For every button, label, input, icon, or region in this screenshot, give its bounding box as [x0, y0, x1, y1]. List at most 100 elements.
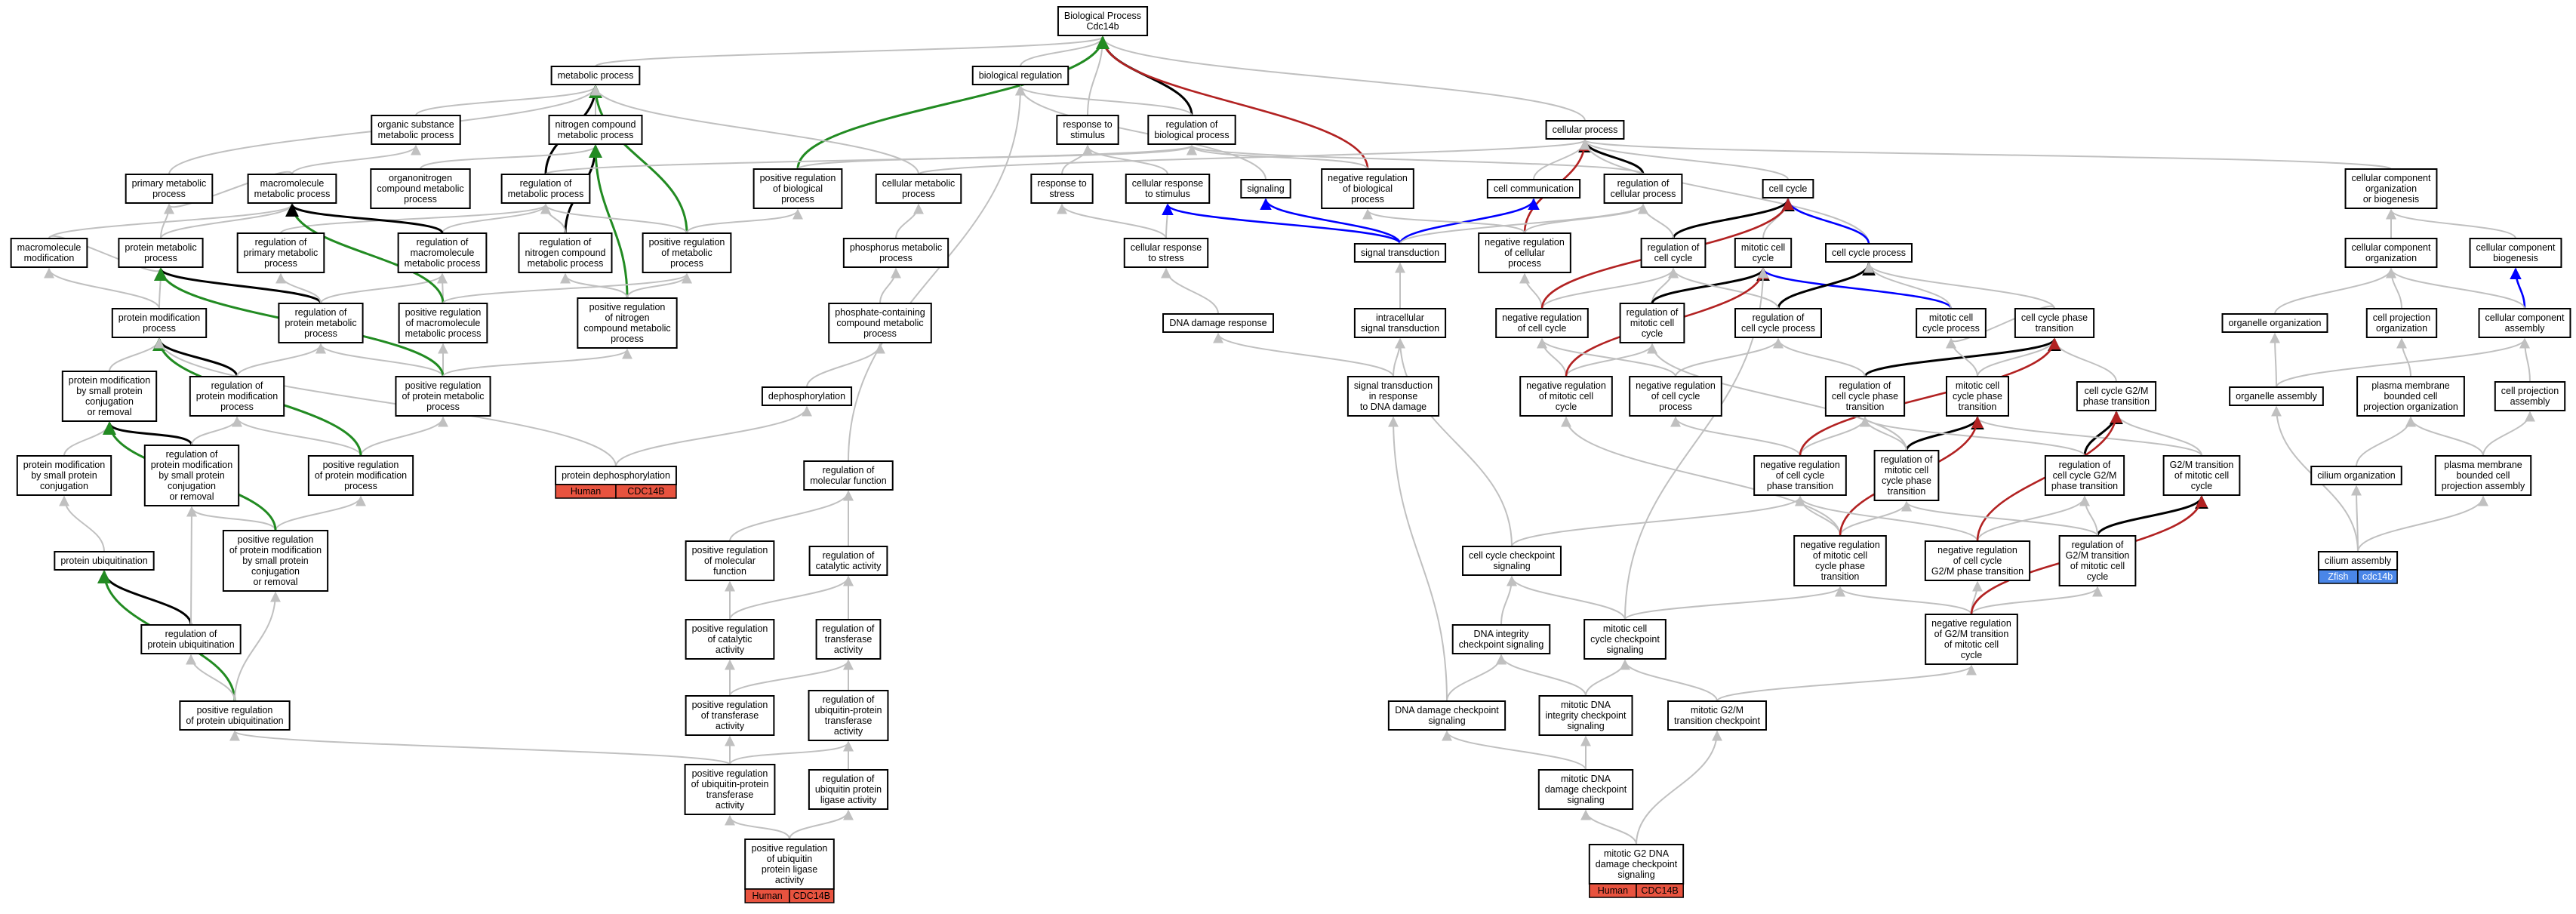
go-term-cc-process[interactable]: cell cycle process	[1825, 243, 1913, 263]
go-term-metab[interactable]: metabolic process	[550, 66, 641, 85]
go-term-cell-cycle[interactable]: cell cycle	[1762, 179, 1814, 198]
go-term-org-org[interactable]: organelle organization	[2221, 313, 2328, 333]
go-term-dna-dmg-resp[interactable]: DNA damage response	[1162, 313, 1274, 333]
go-term-cell-comm[interactable]: cell communication	[1486, 179, 1581, 198]
go-term-dephos[interactable]: dephosphorylation	[761, 386, 853, 406]
go-term-cell-proc[interactable]: cellular process	[1545, 120, 1625, 140]
go-term-reg-ubiq-transf[interactable]: regulation ofubiquitin-proteintransferas…	[808, 690, 889, 741]
go-term-cilium-org[interactable]: cilium organization	[2310, 466, 2402, 485]
go-term-org-assembly[interactable]: organelle assembly	[2229, 386, 2324, 406]
go-term-signaling[interactable]: signaling	[1240, 179, 1291, 198]
go-term-bio-reg[interactable]: biological regulation	[971, 66, 1069, 85]
go-term-sig-trans[interactable]: signal transduction	[1353, 243, 1447, 263]
go-term-prot-ubiq[interactable]: protein ubiquitination	[54, 551, 155, 571]
